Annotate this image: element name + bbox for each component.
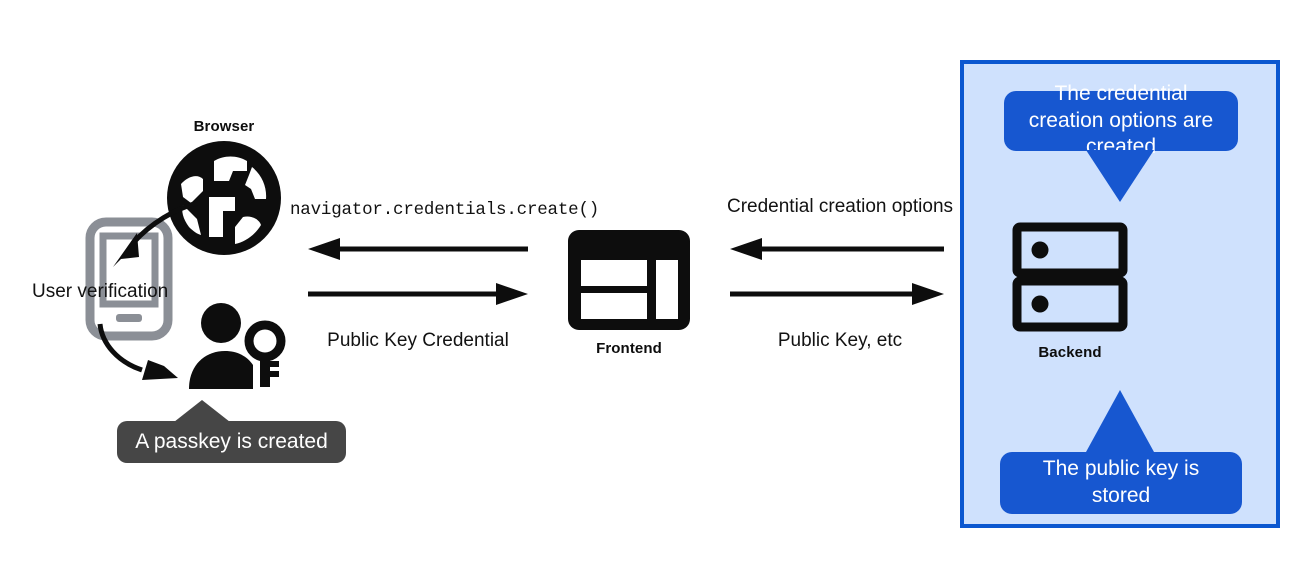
curved-arrow-browser-to-phone-icon bbox=[95, 195, 205, 285]
arrow-frontend-to-browser-icon bbox=[308, 238, 528, 260]
user-with-key-icon bbox=[185, 303, 289, 389]
arrow-browser-to-frontend-icon bbox=[308, 283, 528, 305]
browser-window-icon bbox=[568, 230, 690, 330]
callout-tail-up-gray-icon bbox=[174, 400, 230, 422]
flow-label-credential-creation-options: Credential creation options bbox=[726, 196, 954, 217]
backend-label: Backend bbox=[1038, 344, 1102, 361]
arrow-frontend-to-backend-icon bbox=[730, 283, 944, 305]
user-verification-label: User verification bbox=[32, 281, 169, 302]
callout-public-key-stored: The public key is stored bbox=[1000, 452, 1242, 514]
callout-credential-creation-options: The credential creation options are crea… bbox=[1004, 82, 1238, 158]
smartphone-icon bbox=[85, 217, 173, 341]
callout-passkey-created: A passkey is created bbox=[117, 421, 346, 463]
flow-label-public-key-etc: Public Key, etc bbox=[777, 330, 903, 351]
callout-tail-up-icon bbox=[1086, 390, 1154, 452]
arrow-backend-to-frontend-icon bbox=[730, 238, 944, 260]
flow-label-navigator-credentials-create: navigator.credentials.create() bbox=[290, 200, 600, 220]
frontend-label: Frontend bbox=[596, 340, 662, 357]
server-rack-icon bbox=[1012, 222, 1128, 332]
flow-label-public-key-credential: Public Key Credential bbox=[327, 330, 509, 351]
callout-tail-down-icon bbox=[1086, 150, 1154, 202]
curved-arrow-phone-to-user-icon bbox=[96, 322, 204, 394]
globe-icon bbox=[167, 141, 281, 255]
browser-label: Browser bbox=[193, 118, 255, 135]
